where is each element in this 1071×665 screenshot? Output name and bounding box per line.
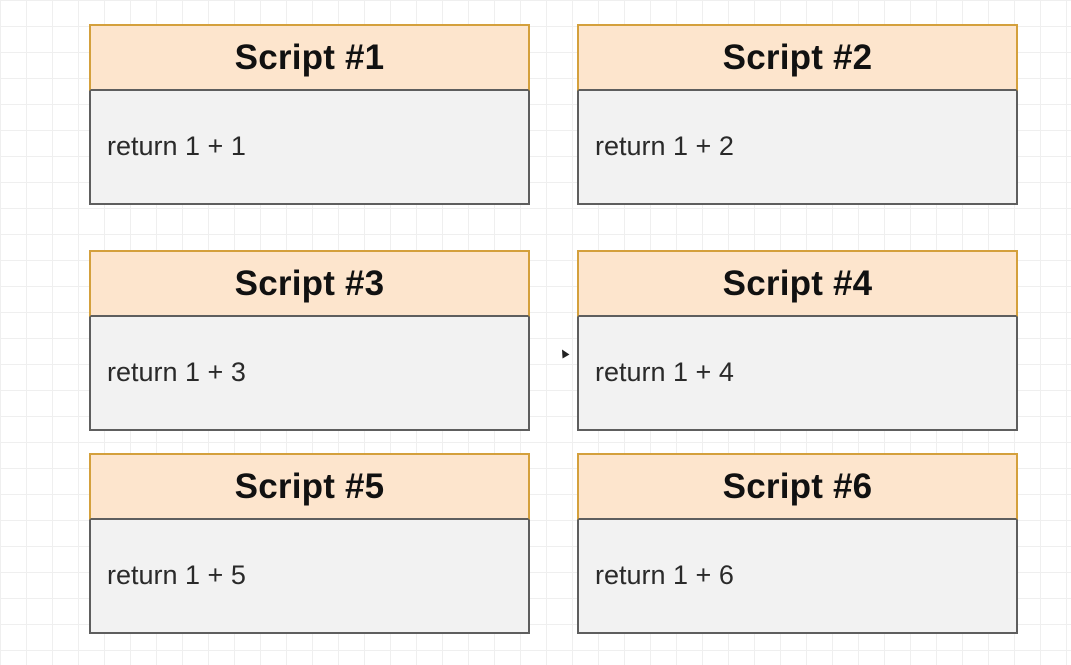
- script-card-header: Script #5: [89, 453, 530, 520]
- script-card-code: return 1 + 2: [595, 130, 734, 161]
- script-card-2[interactable]: Script #2 return 1 + 2: [577, 24, 1018, 205]
- script-card-body: return 1 + 3: [91, 317, 528, 427]
- script-card-title: Script #4: [722, 263, 873, 303]
- script-card-4[interactable]: Script #4 return 1 + 4: [577, 250, 1018, 431]
- script-card-code: return 1 + 6: [595, 559, 734, 590]
- script-card-5[interactable]: Script #5 return 1 + 5: [89, 453, 530, 634]
- script-card-3[interactable]: Script #3 return 1 + 3: [89, 250, 530, 431]
- script-card-1[interactable]: Script #1 return 1 + 1: [89, 24, 530, 205]
- mouse-cursor-icon: [558, 347, 570, 359]
- script-card-title: Script #1: [234, 37, 385, 77]
- script-card-code: return 1 + 5: [107, 559, 246, 590]
- script-card-header: Script #2: [577, 24, 1018, 91]
- script-card-body: return 1 + 2: [579, 91, 1016, 201]
- script-card-body: return 1 + 4: [579, 317, 1016, 427]
- script-card-6[interactable]: Script #6 return 1 + 6: [577, 453, 1018, 634]
- script-card-code: return 1 + 3: [107, 356, 246, 387]
- script-card-body: return 1 + 1: [91, 91, 528, 201]
- script-card-header: Script #6: [577, 453, 1018, 520]
- script-card-title: Script #6: [722, 466, 873, 506]
- script-card-body: return 1 + 5: [91, 520, 528, 630]
- script-card-code: return 1 + 1: [107, 130, 246, 161]
- script-card-header: Script #3: [89, 250, 530, 317]
- script-card-title: Script #3: [234, 263, 385, 303]
- script-card-header: Script #1: [89, 24, 530, 91]
- script-card-title: Script #2: [722, 37, 873, 77]
- script-card-title: Script #5: [234, 466, 385, 506]
- script-card-header: Script #4: [577, 250, 1018, 317]
- script-card-body: return 1 + 6: [579, 520, 1016, 630]
- script-card-code: return 1 + 4: [595, 356, 734, 387]
